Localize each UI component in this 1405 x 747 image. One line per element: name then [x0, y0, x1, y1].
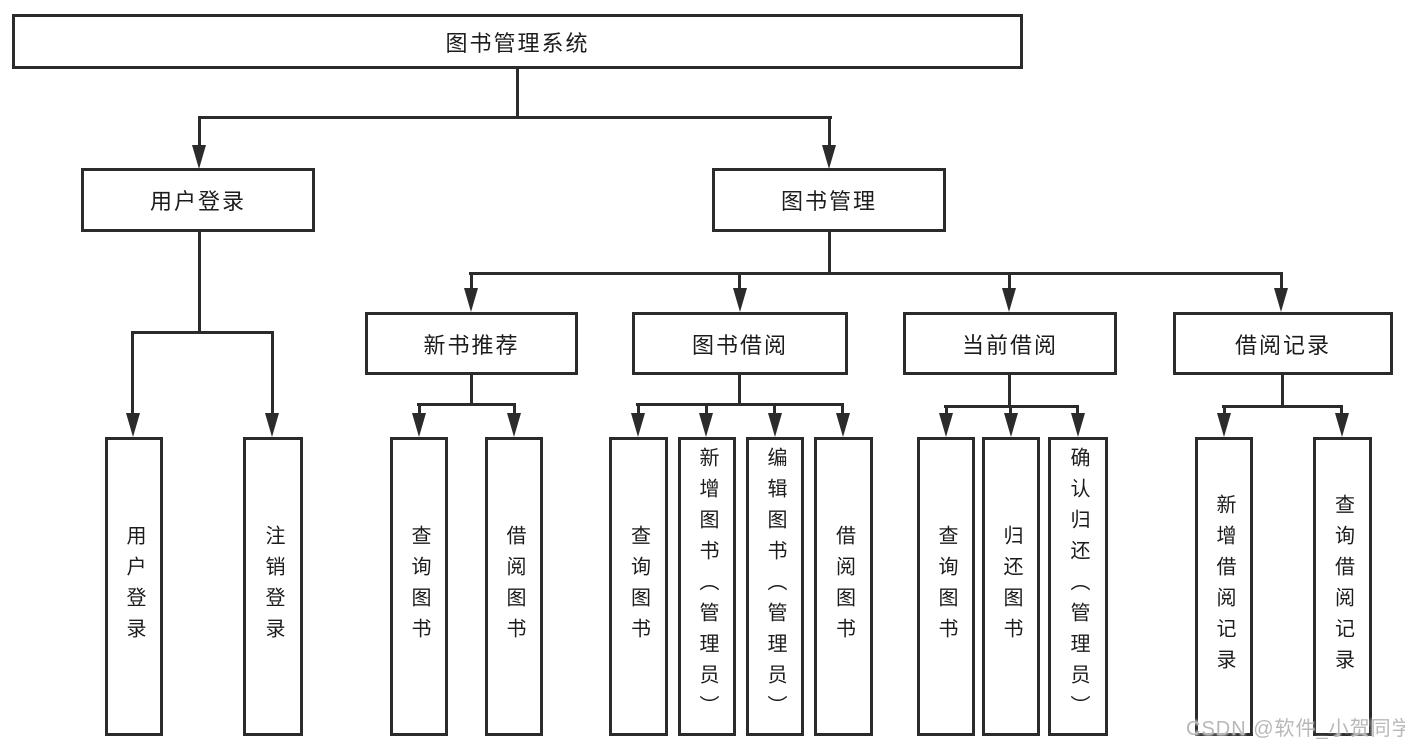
connector-line — [1076, 405, 1079, 413]
node-label: 借阅记录 — [1234, 332, 1331, 358]
connector-line — [1340, 405, 1343, 413]
connector-line — [738, 272, 741, 288]
node-label: 新书推荐 — [423, 332, 520, 358]
leaf-cb-confirm-return-admin: 确认归还（管理员） — [1048, 437, 1108, 736]
connector-line — [1009, 405, 1012, 413]
connector-line — [470, 272, 473, 288]
node-label: 注销登录 — [262, 524, 284, 649]
connector-line — [841, 403, 844, 413]
connector-line — [1280, 272, 1283, 288]
node-book-borrowing: 图书借阅 — [632, 312, 848, 375]
connector-line — [131, 331, 134, 413]
connector-line — [738, 375, 741, 406]
node-label: 用户登录 — [149, 189, 246, 214]
leaf-logout: 注销登录 — [243, 437, 303, 736]
leaf-cb-return-books: 归还图书 — [982, 437, 1040, 736]
arrowhead-down-icon — [265, 413, 279, 437]
connector-line — [513, 403, 516, 413]
arrowhead-down-icon — [733, 288, 747, 312]
node-label: 确认归还（管理员） — [1067, 447, 1089, 726]
arrowhead-down-icon — [939, 413, 953, 437]
node-label: 当前借阅 — [961, 332, 1058, 358]
connector-line — [1223, 405, 1226, 413]
arrowhead-down-icon — [1071, 413, 1085, 437]
connector-line — [828, 116, 831, 145]
node-label: 图书管理 — [780, 189, 877, 214]
arrowhead-down-icon — [836, 413, 850, 437]
arrowhead-down-icon — [126, 413, 140, 437]
node-label: 图书借阅 — [691, 332, 788, 358]
node-root-library-system: 图书管理系统 — [12, 14, 1023, 69]
leaf-bb-add-books-admin: 新增图书（管理员） — [678, 437, 736, 736]
connector-line — [1008, 375, 1011, 408]
leaf-nbr-borrow-books: 借阅图书 — [485, 437, 543, 736]
leaf-br-add-borrow-record: 新增借阅记录 — [1195, 437, 1253, 736]
connector-line — [828, 232, 831, 275]
connector-line — [773, 403, 776, 413]
arrowhead-down-icon — [1004, 413, 1018, 437]
node-book-management: 图书管理 — [712, 168, 946, 232]
arrowhead-down-icon — [412, 413, 426, 437]
node-borrow-records: 借阅记录 — [1173, 312, 1393, 375]
connector-line — [1008, 272, 1011, 288]
node-label: 新增图书（管理员） — [696, 447, 718, 726]
arrowhead-down-icon — [768, 413, 782, 437]
connector-line — [945, 405, 948, 413]
node-label: 编辑图书（管理员） — [764, 447, 786, 726]
node-label: 借阅图书 — [503, 524, 525, 649]
node-label: 查询借阅记录 — [1331, 493, 1354, 680]
leaf-nbr-search-books: 查询图书 — [390, 437, 448, 736]
csdn-watermark: CSDN @软件_小贺同学 — [1186, 718, 1405, 740]
arrowhead-down-icon — [192, 145, 206, 169]
arrowhead-down-icon — [1335, 413, 1349, 437]
connector-line — [198, 116, 201, 145]
node-new-book-recommend: 新书推荐 — [365, 312, 578, 375]
connector-line — [418, 403, 421, 413]
arrowhead-down-icon — [1217, 413, 1231, 437]
node-user-login: 用户登录 — [81, 168, 315, 232]
connector-line — [131, 331, 274, 334]
connector-line — [1281, 375, 1284, 408]
connector-line — [470, 375, 473, 406]
node-label: 图书管理系统 — [445, 30, 590, 56]
leaf-user-login: 用户登录 — [105, 437, 163, 736]
connector-line — [469, 272, 1282, 275]
arrowhead-down-icon — [699, 413, 713, 437]
node-label: 借阅图书 — [832, 524, 855, 649]
node-label: 查询图书 — [408, 524, 430, 649]
node-label: 归还图书 — [1000, 524, 1022, 649]
connector-line — [271, 331, 274, 413]
leaf-br-search-borrow-record: 查询借阅记录 — [1313, 437, 1372, 736]
leaf-bb-search-books: 查询图书 — [609, 437, 668, 736]
connector-line — [637, 403, 640, 413]
arrowhead-down-icon — [1274, 288, 1288, 312]
leaf-bb-edit-books-admin: 编辑图书（管理员） — [746, 437, 804, 736]
connector-line — [1222, 405, 1343, 408]
arrowhead-down-icon — [507, 413, 521, 437]
arrowhead-down-icon — [464, 288, 478, 312]
arrowhead-down-icon — [822, 145, 836, 169]
node-label: 新增借阅记录 — [1213, 493, 1235, 680]
leaf-cb-search-books: 查询图书 — [917, 437, 975, 736]
arrowhead-down-icon — [631, 413, 645, 437]
leaf-bb-borrow-books: 借阅图书 — [814, 437, 873, 736]
connector-line — [516, 69, 519, 117]
node-label: 查询图书 — [627, 524, 650, 649]
arrowhead-down-icon — [1002, 288, 1016, 312]
connector-line — [198, 232, 201, 334]
connector-line — [198, 116, 832, 119]
node-label: 查询图书 — [935, 524, 957, 649]
node-label: 用户登录 — [123, 524, 145, 649]
connector-line — [705, 403, 708, 413]
node-current-borrowing: 当前借阅 — [903, 312, 1117, 375]
connector-line — [417, 403, 516, 406]
connector-line — [636, 403, 844, 406]
